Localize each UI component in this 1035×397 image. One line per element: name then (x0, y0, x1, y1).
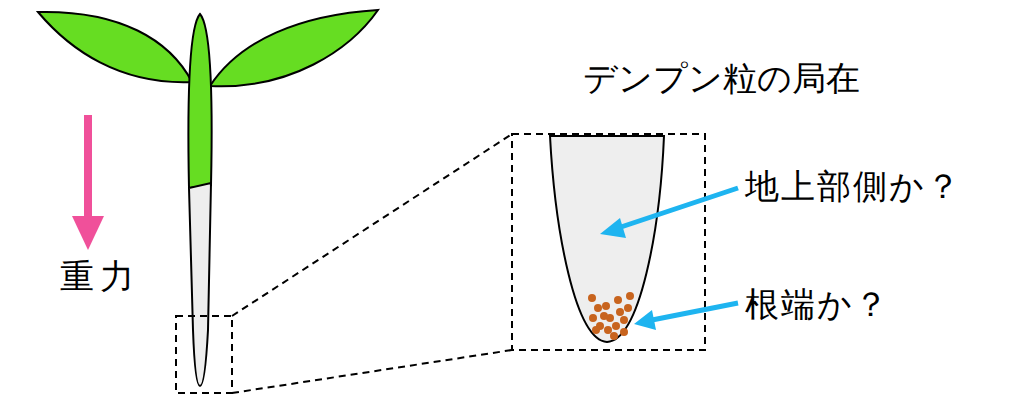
pointer-arrowhead (634, 310, 656, 330)
gravity-arrowhead (72, 216, 104, 250)
zoom-line (232, 350, 512, 393)
root (189, 183, 211, 386)
pointer-arrowhead (600, 218, 626, 238)
starch-granules (588, 292, 634, 340)
pointer-arrow (652, 303, 738, 320)
pointer-arrow (618, 188, 738, 228)
root-tip (550, 136, 664, 342)
zoom-region (176, 316, 232, 393)
stem (188, 14, 211, 188)
inset-title: デンプン粒の局在 (583, 58, 860, 99)
zoom-line (232, 134, 512, 316)
question-label: 根端か？ (745, 284, 890, 325)
left-cotyledon (38, 12, 192, 82)
gravity-arrow (84, 115, 92, 218)
question-label: 地上部側か？ (745, 166, 962, 207)
right-cotyledon (210, 10, 378, 86)
force-label: 重力 (60, 256, 140, 297)
